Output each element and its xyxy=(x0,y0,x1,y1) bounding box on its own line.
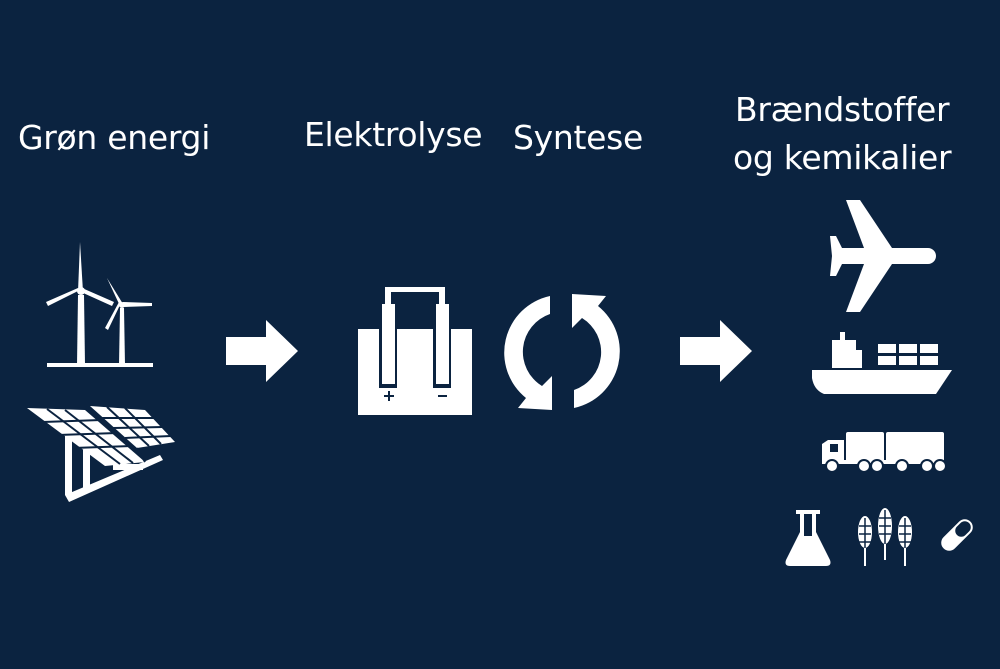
stage-label-fuels-line2: og kemikalier xyxy=(733,138,952,177)
cargo-ship-icon xyxy=(810,330,955,396)
cycle-arrows-icon xyxy=(498,288,626,416)
arrow-right-icon xyxy=(680,320,754,382)
solar-panel-icon xyxy=(25,400,180,508)
wheat-icon xyxy=(854,504,916,568)
truck-trailer-icon xyxy=(818,430,948,472)
flask-icon xyxy=(784,508,832,568)
electrolysis-cell-icon xyxy=(355,284,475,418)
stage-label-synthesis: Syntese xyxy=(513,118,644,157)
wind-turbine-icon xyxy=(40,240,160,370)
stage-label-electrolysis: Elektrolyse xyxy=(304,115,483,154)
arrow-right-icon xyxy=(226,320,300,382)
stage-label-fuels-line1: Brændstoffer xyxy=(735,90,950,129)
pill-icon xyxy=(936,514,978,556)
stage-label-green-energy: Grøn energi xyxy=(18,118,211,157)
airplane-icon xyxy=(828,198,938,314)
